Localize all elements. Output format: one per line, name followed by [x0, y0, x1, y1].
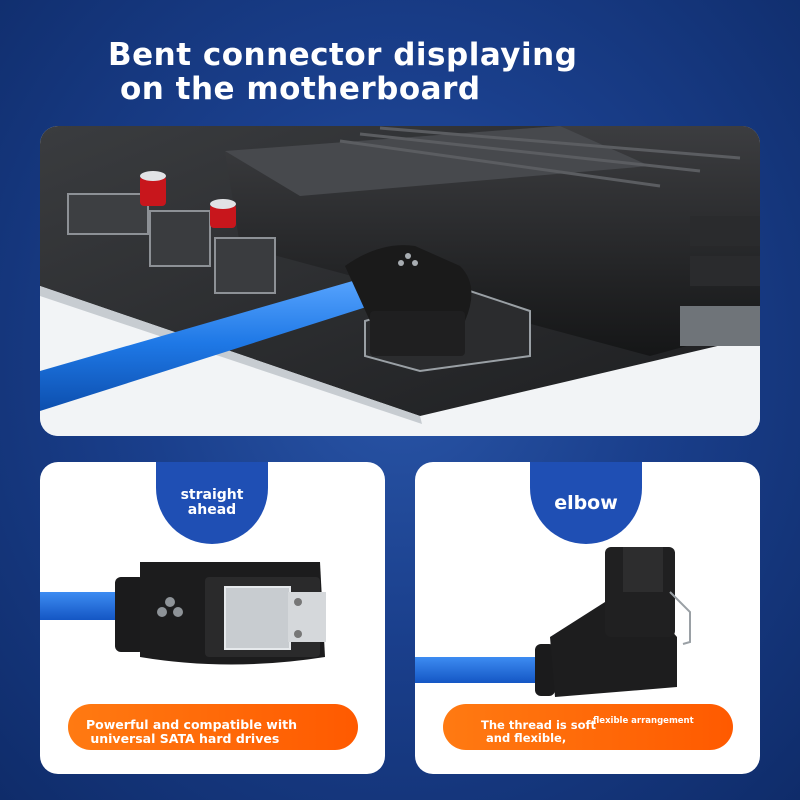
straight-connector-card: straight ahead Powerful and compatible w… [40, 462, 385, 774]
elbow-caption-pill: The thread is soft and flexible, flexibl… [443, 704, 733, 750]
title-line-1: Bent connector displaying [108, 37, 578, 73]
title-line-2: on the motherboard [120, 71, 481, 107]
elbow-connector-illustration [415, 547, 691, 697]
page-title: Bent connector displaying on the motherb… [108, 38, 668, 106]
straight-caption-pill: Powerful and compatible with universal S… [68, 704, 358, 750]
straight-connector-illustration [40, 562, 326, 665]
badge-line-2: ahead [187, 502, 237, 518]
caption-line-1: Powerful and compatible with [86, 717, 297, 732]
motherboard-photo-panel [40, 126, 760, 436]
caption-part-1: The thread is soft [481, 718, 597, 732]
badge-line-1: straight [180, 487, 244, 503]
caption-overlay: flexible arrangement [593, 716, 694, 726]
caption-part-2: and flexible, [486, 731, 567, 745]
caption-line-2: universal SATA hard drives [86, 731, 280, 746]
elbow-connector-card: elbow The thread is soft and flexible, f… [415, 462, 760, 774]
motherboard-illustration [40, 126, 760, 436]
